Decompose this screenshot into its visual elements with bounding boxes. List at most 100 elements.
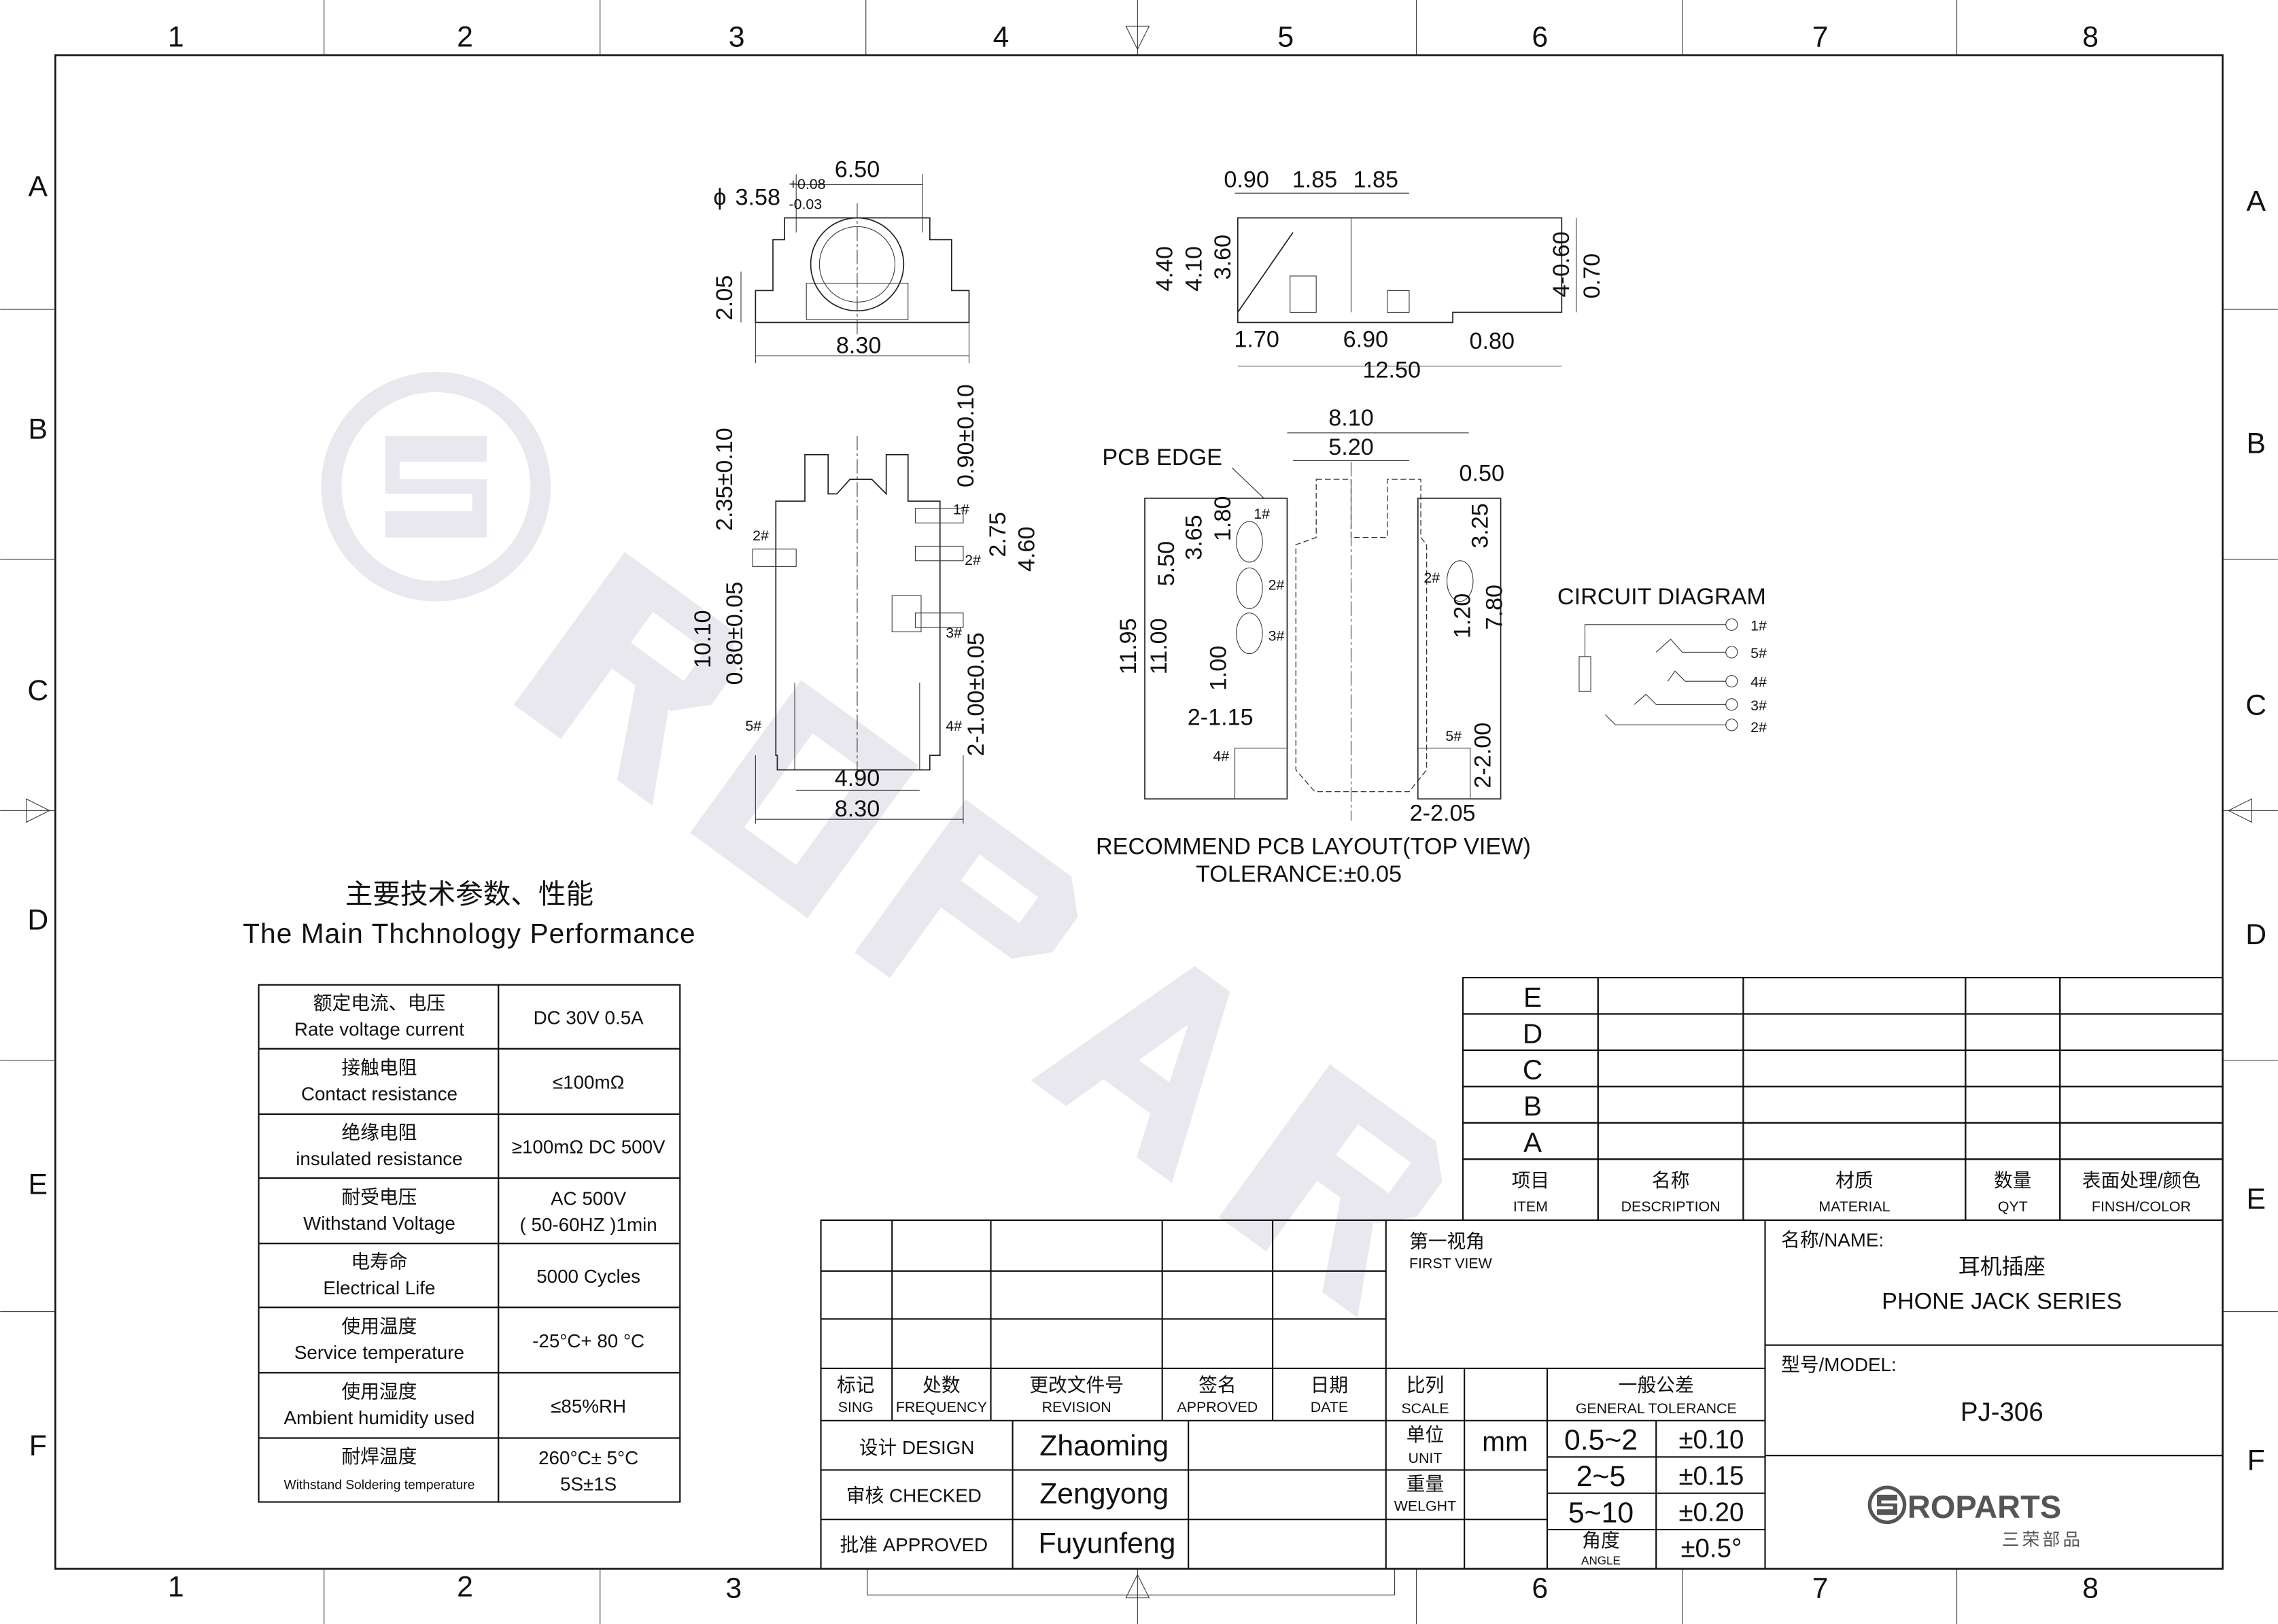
parts-row-label: A (1523, 1127, 1542, 1158)
rev-header-cn: 更改文件号 (1029, 1375, 1124, 1396)
pin-label: 3# (1750, 697, 1767, 714)
pin-label: 1# (953, 501, 969, 517)
parts-row-label: B (1523, 1090, 1542, 1122)
tol-range: 2~5 (1576, 1460, 1625, 1493)
circuit-title: CIRCUIT DIAGRAM (1557, 584, 1766, 610)
watermark (321, 372, 1443, 1318)
signoff-role: 批准 APPROVED (840, 1534, 988, 1555)
dim-label: 2.35±0.10 (712, 428, 738, 531)
spec-value: DC 30V 0.5A (534, 1007, 644, 1028)
angle-tol: ±0.5° (1680, 1534, 1742, 1563)
pin-label: 2# (1269, 577, 1285, 593)
spec-label-en: insulated resistance (296, 1148, 462, 1169)
spec-label-cn: 使用湿度 (341, 1381, 417, 1402)
dim-tolerance: -0.03 (789, 196, 823, 213)
dim-label: 2.05 (712, 275, 738, 321)
signoff-role: 设计 DESIGN (859, 1437, 975, 1458)
dim-label: 3.58 (735, 184, 780, 210)
pin-label: 2# (965, 552, 981, 568)
dim-label: 6.50 (835, 157, 880, 183)
dim-label: 3.65 (1181, 515, 1207, 560)
spec-value-cell (498, 1437, 681, 1503)
row-label: B (29, 413, 48, 445)
col-label: 6 (1532, 1572, 1548, 1605)
dim-label: 1.85 (1292, 167, 1338, 193)
col-label: 3 (725, 1572, 742, 1605)
dim-tolerance: +0.08 (789, 176, 826, 192)
dim-label: 0.90±0.10 (953, 384, 979, 487)
spec-label-en: Electrical Life (323, 1277, 435, 1298)
pcb-edge-label: PCB EDGE (1102, 445, 1222, 470)
row-label: E (29, 1168, 48, 1200)
bottom-view: 2.35±0.10 0.90±0.10 2.75 4.60 10.10 0.80… (690, 384, 1040, 824)
parts-header-cn: 数量 (1994, 1170, 2032, 1191)
specs-title-en: The Main Thchnology Performance (243, 918, 695, 949)
row-label: A (29, 170, 48, 203)
dim-label: 4-0.60 (1549, 231, 1574, 297)
spec-value: AC 500V (551, 1188, 627, 1209)
col-label: 5 (1277, 20, 1294, 53)
spec-label-cn: 额定电流、电压 (313, 992, 445, 1014)
dim-label: 4.90 (835, 765, 880, 791)
spec-value: 260°C± 5°C (538, 1447, 638, 1468)
pin-label: 2# (1423, 570, 1440, 586)
pcb-layout-view: 8.10 5.20 PCB EDGE 0.50 1.80 3.65 5.50 1… (1096, 405, 1531, 887)
col-label: 7 (1812, 20, 1829, 53)
spec-label-cn: 接触电阻 (341, 1057, 417, 1078)
tol-range: 0.5~2 (1564, 1424, 1638, 1457)
unit-cn: 单位 (1407, 1424, 1445, 1445)
col-label: 2 (457, 20, 473, 53)
scale-cn: 比列 (1407, 1375, 1445, 1396)
model-number: PJ-306 (1961, 1398, 2043, 1427)
angle-en: ANGLE (1581, 1554, 1621, 1567)
rev-header-cn: 标记 (837, 1375, 875, 1396)
gen-tol-en: GENERAL TOLERANCE (1576, 1400, 1737, 1417)
parts-row-label: E (1523, 982, 1542, 1013)
pin-label: 3# (946, 625, 962, 641)
pin-label: 5# (1750, 645, 1767, 661)
dim-label: 2.75 (985, 512, 1011, 557)
front-view: 6.50 ϕ 3.58 +0.08 -0.03 2.05 8.30 (712, 157, 970, 364)
dim-label: 4.10 (1181, 246, 1207, 292)
pcb-layout-caption: RECOMMEND PCB LAYOUT(TOP VIEW) (1096, 833, 1531, 859)
signoff-name: Zengyong (1039, 1478, 1169, 1510)
spec-label-en: Ambient humidity used (283, 1407, 474, 1428)
dim-label: 2-2.00 (1470, 723, 1496, 789)
spec-label-cn: 耐焊温度 (341, 1446, 417, 1467)
parts-header-cn: 表面处理/颜色 (2082, 1170, 2201, 1191)
weight-cn: 重量 (1407, 1473, 1445, 1494)
center-mark-left-icon (26, 798, 51, 823)
center-mark-right-icon (2227, 798, 2252, 823)
dim-label: 2-1.15 (1188, 704, 1254, 730)
dim-label: 11.00 (1146, 618, 1172, 674)
parts-header-en: DESCRIPTION (1621, 1198, 1721, 1215)
rev-header-en: REVISION (1042, 1399, 1111, 1415)
gen-tol-cn: 一般公差 (1619, 1375, 1694, 1396)
angle-cn: 角度 (1582, 1530, 1620, 1551)
row-label: D (27, 904, 48, 937)
spec-value: ≤100mΩ (553, 1072, 624, 1093)
pin-label: 1# (1750, 617, 1767, 634)
spec-label-en: Withstand Soldering temperature (283, 1478, 474, 1492)
dim-label: 0.80 (1469, 328, 1515, 354)
tol-value: ±0.15 (1678, 1462, 1744, 1491)
dim-label: 0.70 (1579, 254, 1605, 299)
pin-label: 2# (1750, 719, 1767, 736)
dim-label: 0.90 (1224, 167, 1269, 193)
product-name-en: PHONE JACK SERIES (1882, 1288, 2122, 1314)
dim-label: 0.50 (1460, 460, 1505, 486)
spec-label-cn: 绝缘电阻 (341, 1122, 417, 1143)
dim-label: 1.80 (1210, 496, 1236, 542)
pin-label: 2# (753, 528, 769, 544)
dim-label: 2-1.00±0.05 (963, 632, 989, 756)
spec-label-cn: 电寿命 (351, 1251, 407, 1272)
spec-label-cn: 耐受电压 (341, 1186, 417, 1207)
rev-header-en: APPROVED (1177, 1399, 1258, 1415)
dim-label: 1.70 (1234, 327, 1279, 353)
parts-header-cn: 材质 (1835, 1170, 1874, 1191)
row-label: F (29, 1430, 47, 1462)
pin-label: 5# (1445, 728, 1462, 744)
center-mark-bottom-icon (1125, 1574, 1150, 1599)
parts-header-cn: 项目 (1512, 1170, 1550, 1191)
title-block: 标记 SING 处数 FREQUENCY 更改文件号 REVISION 签名 A… (820, 1219, 2224, 1570)
